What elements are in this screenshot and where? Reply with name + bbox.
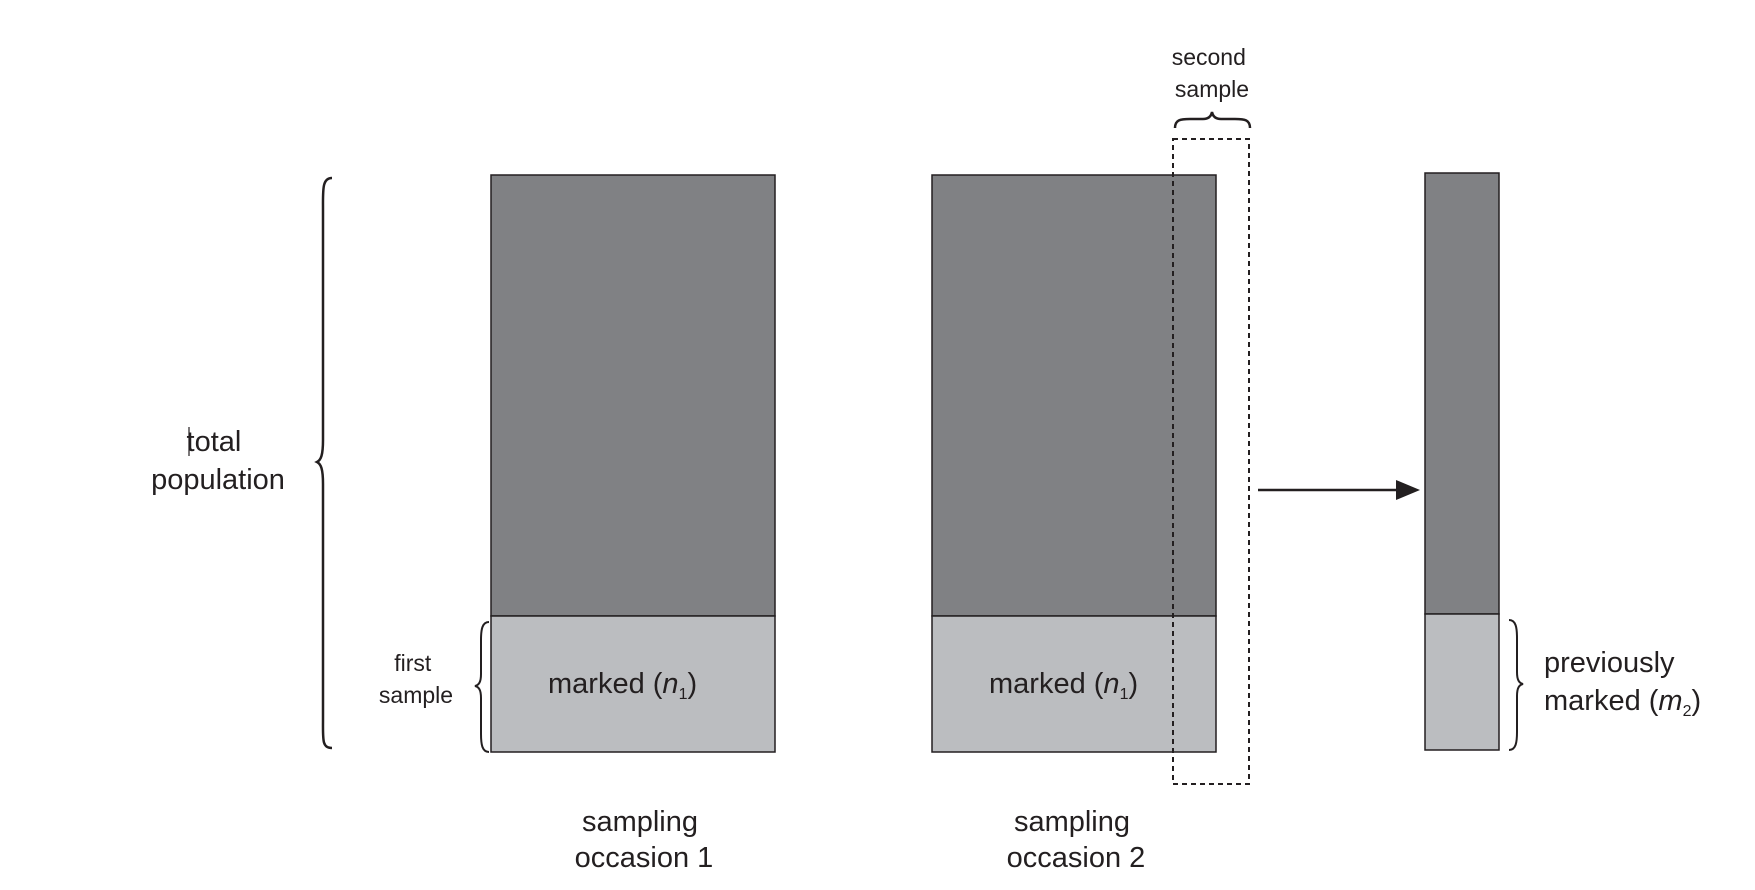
second-sample-result-bar xyxy=(1424,172,1500,751)
previously-marked-var-label: marked (m2) xyxy=(1544,685,1701,720)
total-population-brace xyxy=(314,176,333,750)
occasion1-marked-block xyxy=(490,615,776,753)
second-sample-dashed-box xyxy=(1172,138,1250,785)
second-sample-brace xyxy=(1173,111,1252,129)
occasion1-population-box xyxy=(490,174,776,753)
first-sample-label: first sample xyxy=(379,650,453,708)
result-unmarked-block xyxy=(1424,172,1500,615)
occasion1-label: sampling occasion 1 xyxy=(575,806,714,874)
occasion1-marked-label: marked (n1) xyxy=(548,668,697,703)
first-sample-brace xyxy=(474,621,490,753)
previously-marked-label: previously xyxy=(1544,647,1675,679)
occasion1-unmarked-block xyxy=(490,174,776,617)
occasion2-marked-label: marked (n1) xyxy=(989,668,1138,703)
arrow-icon xyxy=(1258,480,1420,500)
second-sample-label: second sample xyxy=(1172,44,1253,102)
occasion2-marked-block xyxy=(931,615,1217,753)
total-population-label: total population xyxy=(151,426,285,496)
occasion2-label: sampling occasion 2 xyxy=(1007,806,1146,874)
result-marked-block xyxy=(1424,613,1500,751)
occasion2-unmarked-block xyxy=(931,174,1217,617)
previously-marked-brace xyxy=(1508,619,1524,751)
occasion2-population-box xyxy=(931,174,1217,753)
